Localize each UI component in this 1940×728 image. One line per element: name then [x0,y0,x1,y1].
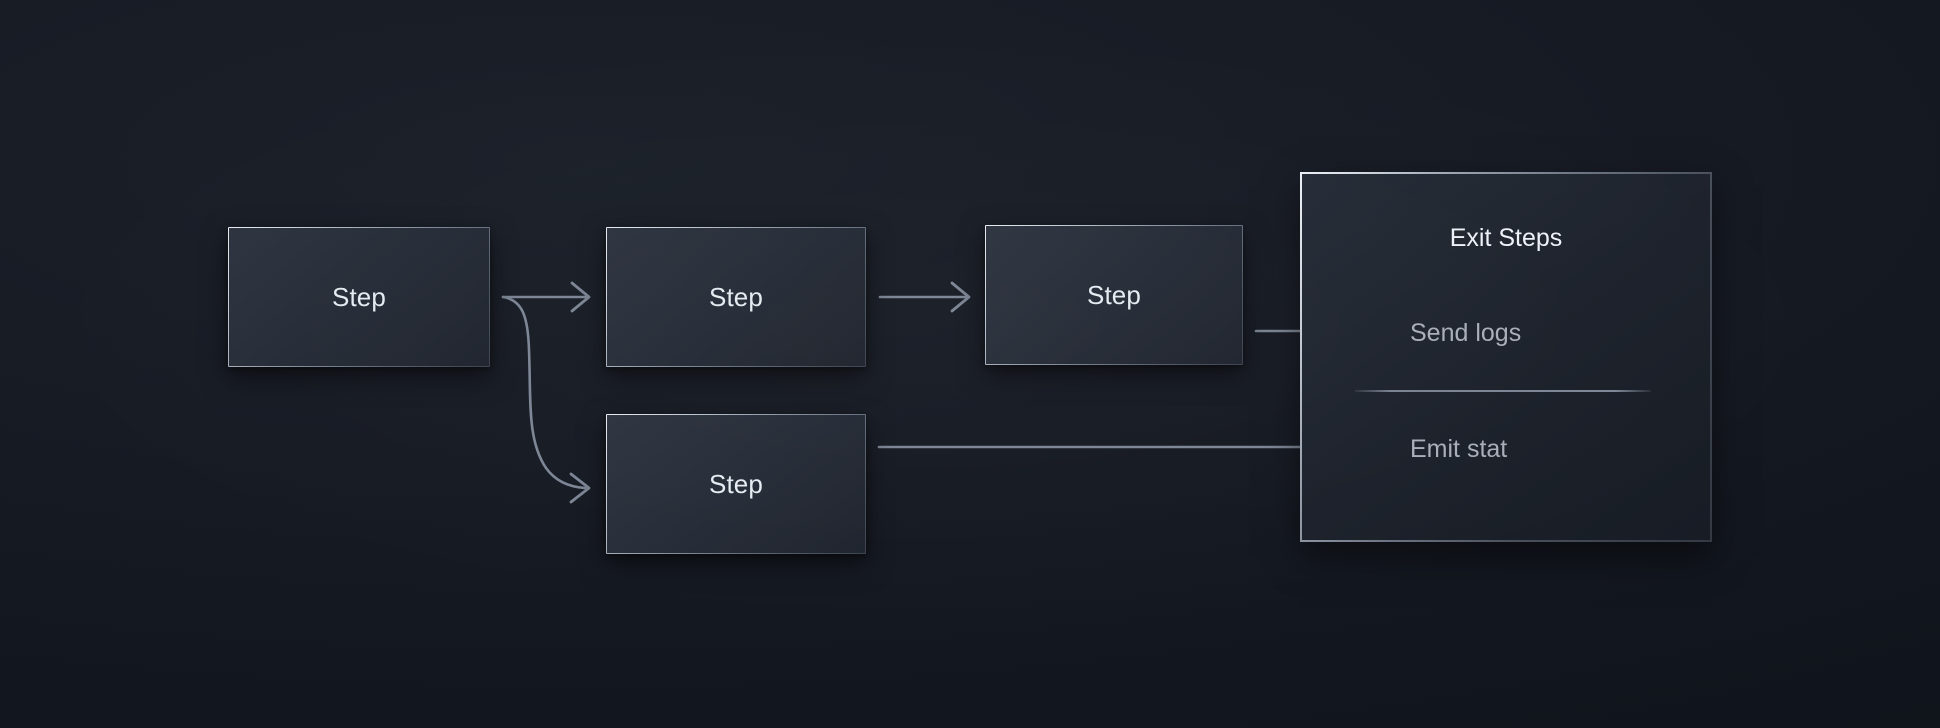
step-node-3-label: Step [1087,280,1141,310]
step-node-2[interactable]: Step [606,227,866,367]
step-node-1[interactable]: Step [228,227,490,367]
step-node-2-body: Step [607,228,865,366]
exit-steps-panel-body: Exit Steps Send logs Emit stat [1302,174,1710,540]
edge-step2-step3 [878,281,971,313]
step-node-1-label: Step [332,282,386,312]
step-node-4-label: Step [709,469,763,499]
step-node-3[interactable]: Step [985,225,1243,365]
exit-steps-panel[interactable]: Exit Steps Send logs Emit stat [1300,172,1712,542]
step-node-2-label: Step [709,282,763,312]
exit-step-item-send-logs[interactable]: Send logs [1410,319,1522,347]
exit-steps-divider [1355,390,1651,392]
step-node-3-body: Step [986,226,1242,364]
edge-step1-step4 [501,295,591,504]
step-node-4-body: Step [607,415,865,553]
step-node-1-body: Step [229,228,489,366]
exit-step-item-emit-stat[interactable]: Emit stat [1410,435,1508,463]
exit-steps-title: Exit Steps [1449,224,1563,252]
step-node-4[interactable]: Step [606,414,866,554]
edge-step1-step2 [501,281,591,313]
